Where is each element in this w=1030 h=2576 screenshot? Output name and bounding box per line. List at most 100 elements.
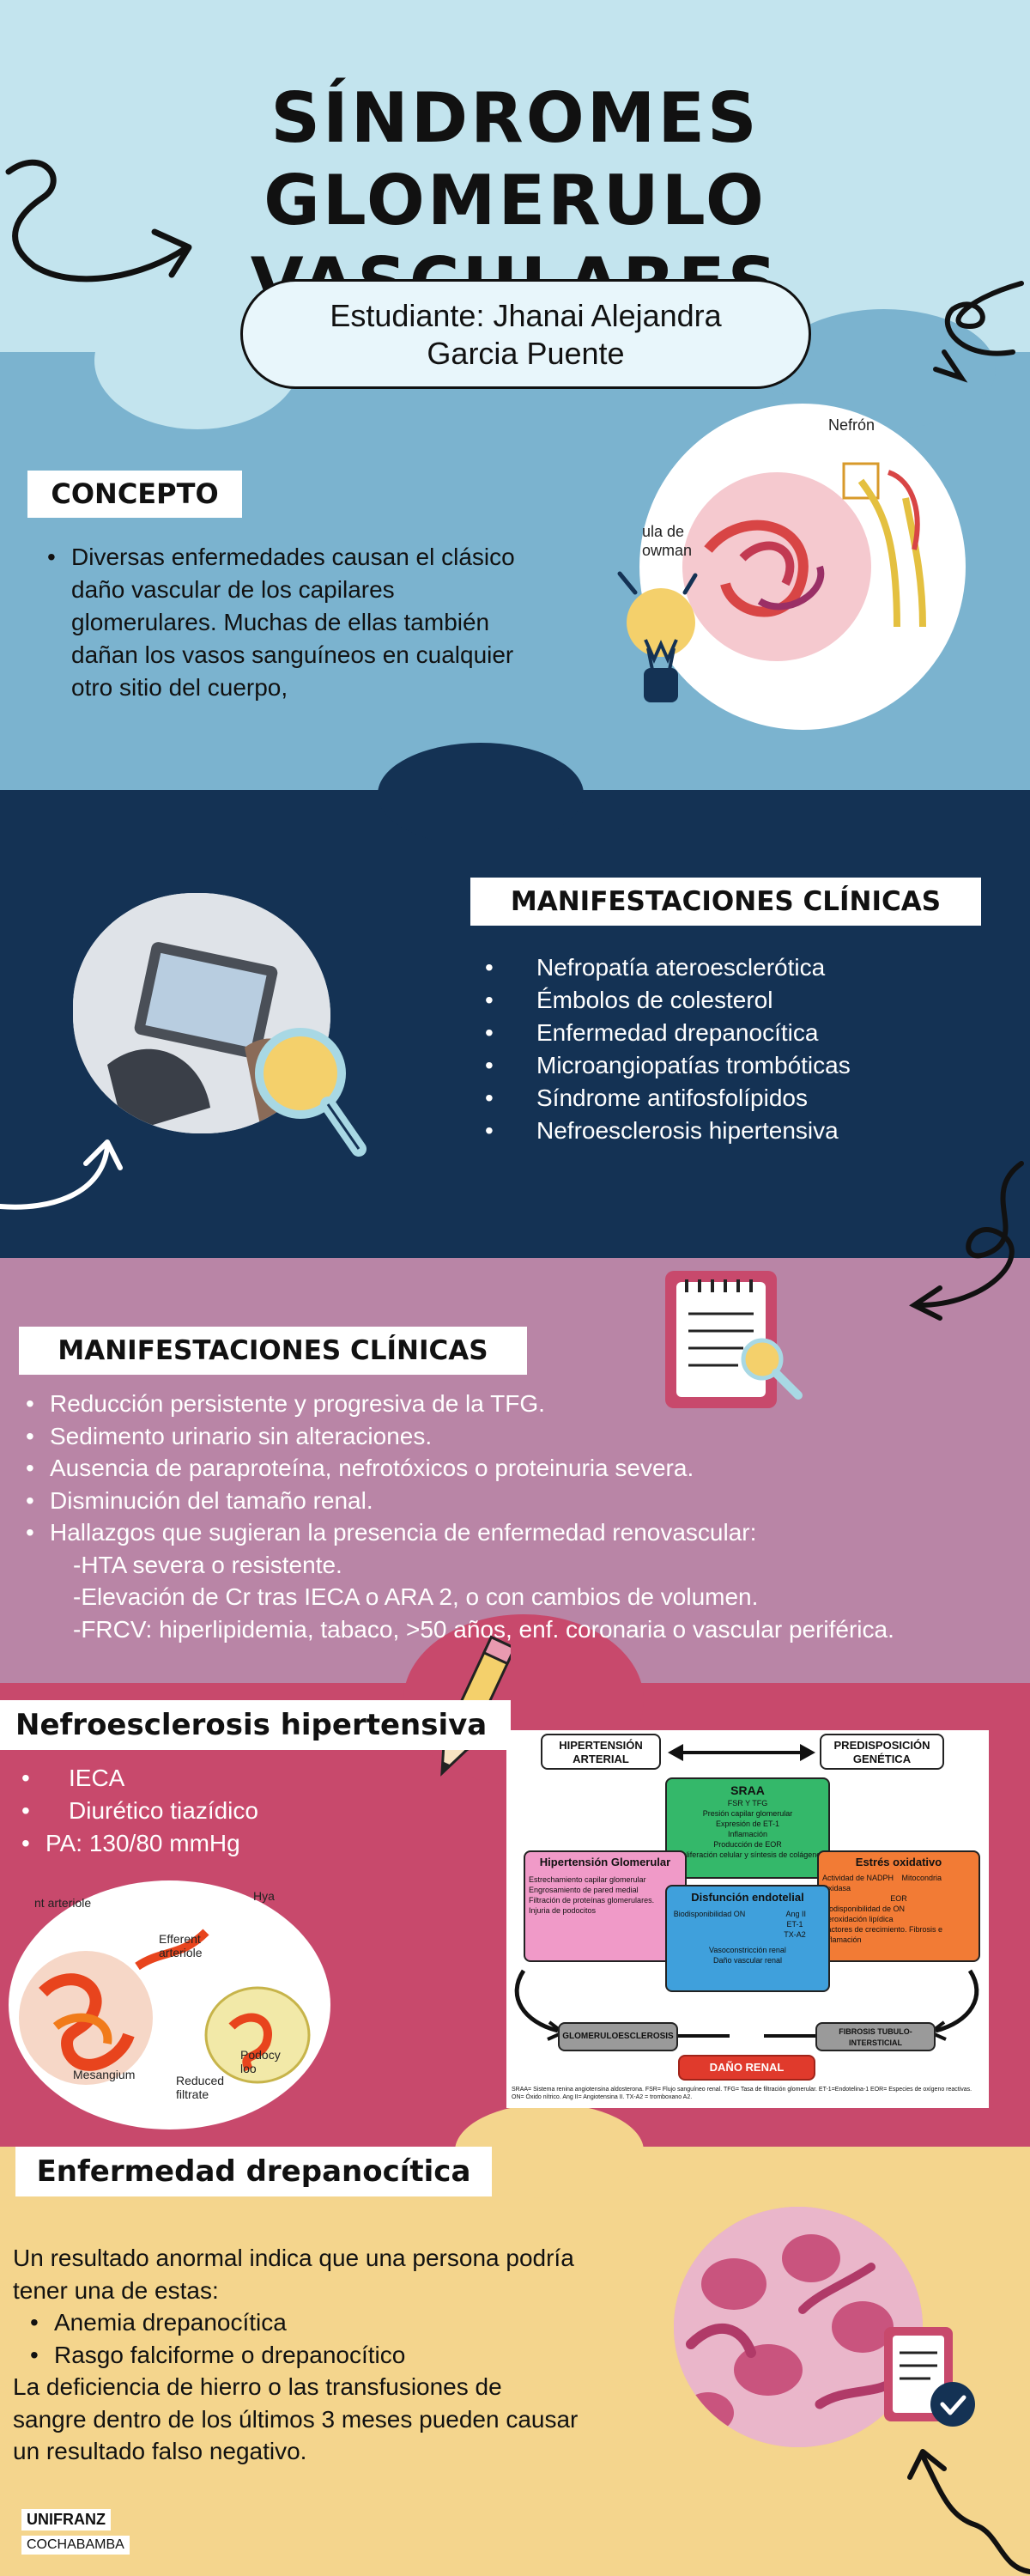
- disfuncion-item: Daño vascular renal: [712, 1956, 783, 1965]
- estres-item: Biodisponibilidad de ON: [822, 1905, 906, 1913]
- drepanocitica-list: Anemia drepanocítica Rasgo falciforme o …: [13, 2306, 579, 2371]
- micro-label: nt arteriole: [34, 1896, 92, 1910]
- sickle-cells-icon: [674, 2207, 923, 2447]
- glomerulus-image: [9, 1880, 330, 2129]
- wave-bump: [378, 743, 584, 846]
- sraa-item: Presión capilar glomerular: [702, 1809, 793, 1818]
- hip-glom-item: Filtración de proteínas glomerulares.: [529, 1896, 655, 1905]
- micro-label: Efferent arteriole: [159, 1932, 203, 1959]
- nephron-label: Nefrón: [828, 416, 876, 434]
- curved-arrow-icon: [0, 1139, 123, 1210]
- estres-title: Estrés oxidativo: [855, 1856, 942, 1868]
- report-check-icon: [884, 2327, 975, 2427]
- concepto-list: Diversas enfermedades causan el clásico …: [47, 541, 545, 704]
- concepto-heading: CONCEPTO: [27, 471, 242, 518]
- micro-label: Hya: [253, 1889, 275, 1903]
- list-item: Disminución del tamaño renal.: [26, 1485, 1021, 1517]
- manifestaciones2-heading: MANIFESTACIONES CLÍNICAS: [19, 1327, 527, 1375]
- disfuncion-endotelial-box: Disfunción endotelial Biodisponibilidad …: [665, 1885, 830, 1992]
- micro-label: Reduced filtrate: [176, 2074, 225, 2101]
- estres-item: Mitocondria: [901, 1874, 942, 1882]
- tablet-photo-icon: [73, 893, 330, 1133]
- title-line-1: SÍNDROMES GLOMERULO: [264, 78, 766, 240]
- pathophysiology-diagram: HIPERTENSIÓN ARTERIAL PREDISPOSICIÓN GEN…: [506, 1730, 989, 2108]
- list-item: Émbolos de colesterol: [485, 984, 1000, 1017]
- curly-arrow-icon: [5, 159, 192, 283]
- micro-label: Mesangium: [73, 2068, 136, 2081]
- brand-logo: UNIFRANZ COCHABAMBA: [21, 2509, 130, 2555]
- list-item: Sedimento urinario sin alteraciones.: [26, 1420, 1021, 1453]
- sraa-item: Producción de EOR: [713, 1840, 782, 1849]
- list-item: Nefroesclerosis hipertensiva: [485, 1115, 1000, 1147]
- estres-item: Peroxidación lipídica: [822, 1915, 894, 1923]
- list-item: Hallazgos que sugieran la presencia de e…: [26, 1516, 1021, 1549]
- sraa-title: SRAA: [730, 1783, 765, 1797]
- sraa-box: SRAA FSR Y TFG Presión capilar glomerula…: [665, 1777, 830, 1879]
- estres-oxidativo-box: Estrés oxidativo Actividad de NADPH Oxid…: [817, 1850, 980, 1962]
- sub-item: -HTA severa o resistente.: [73, 1551, 342, 1578]
- flow-arrows-icon: [514, 1969, 979, 2041]
- list-item: Enfermedad drepanocítica: [485, 1017, 1000, 1049]
- magnifier-icon: [255, 1028, 367, 1157]
- hipertension-arterial-box: HIPERTENSIÓN ARTERIAL: [541, 1734, 661, 1770]
- glomeruloesclerosis-box: GLOMERULOESCLEROSIS: [558, 2022, 678, 2051]
- nefroesclerosis-heading: Nefroesclerosis hipertensiva: [0, 1700, 511, 1750]
- sraa-item: Inflamación: [727, 1830, 768, 1838]
- disfuncion-item: ET-1: [786, 1920, 803, 1929]
- list-item: Nefropatía ateroesclerótica: [485, 951, 1000, 984]
- brand-name: UNIFRANZ: [21, 2509, 111, 2530]
- list-item: Rasgo falciforme o drepanocítico: [30, 2339, 579, 2372]
- capsule-label: ula de owman: [642, 522, 692, 560]
- clipboard-icon: [665, 1271, 803, 1408]
- hip-glom-title: Hipertensión Glomerular: [539, 1856, 671, 1868]
- list-item: Diurético tiazídico: [21, 1795, 451, 1827]
- sraa-item: Proliferación celular y síntesis de colá…: [674, 1850, 821, 1859]
- disfuncion-item: Biodisponibilidad ON: [673, 1910, 746, 1918]
- capsule-label-1: ula de: [642, 523, 685, 540]
- hip-glom-item: Injuria de podocitos: [529, 1906, 597, 1915]
- nephron-illustration-icon: [682, 462, 926, 661]
- predisposicion-box: PREDISPOSICIÓN GENÉTICA: [820, 1734, 944, 1770]
- glomerulus-illustration-icon: [19, 1929, 311, 2085]
- list-item: Síndrome antifosfolípidos: [485, 1082, 1000, 1115]
- diagram-footnote: SRAA= Sistema renina angiotensina aldost…: [512, 2087, 972, 2100]
- dano-renal-box: DAÑO RENAL: [678, 2055, 815, 2081]
- capsule-label-2: owman: [642, 542, 693, 559]
- estres-item: Actividad de NADPH Oxidasa: [822, 1874, 894, 1893]
- squiggle-arrow-icon: [909, 1161, 1024, 1321]
- hip-glom-item: Estrechamiento capilar glomerular: [529, 1875, 646, 1884]
- estres-item: Factores de crecimiento. Fibrosis e infl…: [822, 1925, 943, 1944]
- student-pill: Estudiante: Jhanai Alejandra Garcia Puen…: [240, 279, 811, 389]
- list-item: Microangiopatías trombóticas: [485, 1049, 1000, 1082]
- double-arrow-icon: [668, 1744, 815, 1761]
- drepanocitica-outro: La deficiencia de hierro o las transfusi…: [13, 2373, 579, 2464]
- list-item: Ausencia de paraproteína, nefrotóxicos o…: [26, 1452, 1021, 1485]
- sraa-item: FSR Y TFG: [727, 1799, 768, 1807]
- spiral-icon: [933, 281, 1024, 383]
- manifestaciones1-list: Nefropatía ateroesclerótica Émbolos de c…: [485, 951, 1000, 1147]
- drepanocitica-content: Un resultado anormal indica que una pers…: [13, 2242, 579, 2468]
- list-item: Diversas enfermedades causan el clásico …: [47, 541, 545, 704]
- blood-cells-image: [674, 2207, 923, 2447]
- drepanocitica-heading: Enfermedad drepanocítica: [15, 2147, 492, 2196]
- micro-label: Podocy loo: [240, 2048, 281, 2075]
- manifestaciones1-heading: MANIFESTACIONES CLÍNICAS: [470, 878, 981, 926]
- manifestaciones2-list: Reducción persistente y progresiva de la…: [26, 1388, 1021, 1549]
- estres-item: EOR: [890, 1894, 907, 1903]
- corner-arrow-icon: [907, 2449, 1030, 2574]
- nephron-image: [639, 404, 966, 730]
- sraa-item: Expresión de ET-1: [715, 1820, 780, 1828]
- disfuncion-item: Ang II: [785, 1910, 806, 1918]
- list-item: Anemia drepanocítica: [30, 2306, 579, 2339]
- list-item: PA: 130/80 mmHg: [21, 1827, 451, 1860]
- light-bulb-icon: [617, 571, 698, 702]
- list-item: IECA: [21, 1762, 451, 1795]
- disfuncion-title: Disfunción endotelial: [691, 1891, 804, 1904]
- fibrosis-box: FIBROSIS TUBULO-INTERSTICIAL: [815, 2022, 936, 2051]
- student-line-1: Estudiante: Jhanai Alejandra: [330, 298, 722, 333]
- student-line-2: Garcia Puente: [427, 336, 625, 371]
- list-item: Reducción persistente y progresiva de la…: [26, 1388, 1021, 1420]
- hipertension-glomerular-box: Hipertensión Glomerular Estrechamiento c…: [524, 1850, 687, 1962]
- sub-item: -FRCV: hiperlipidemia, tabaco, >50 años,…: [73, 1615, 894, 1643]
- manifestaciones2-content: Reducción persistente y progresiva de la…: [26, 1388, 1021, 1645]
